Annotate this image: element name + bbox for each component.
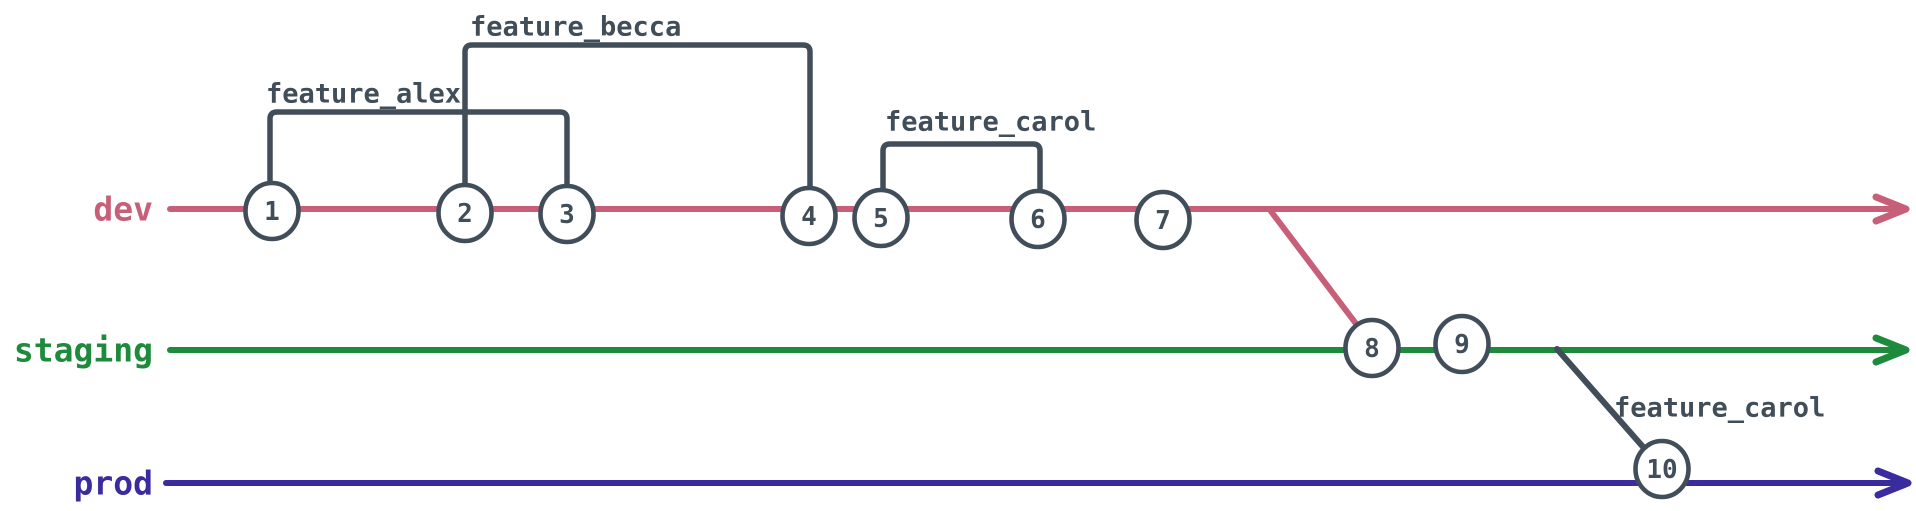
branch-label-dev: dev [93, 190, 153, 229]
branch-label-staging: staging [14, 331, 153, 370]
commit-circle-8 [1343, 317, 1401, 379]
commit-circle-4 [780, 185, 838, 247]
commit-circle-1 [243, 180, 301, 242]
commit-circle-10 [1633, 438, 1691, 500]
commit-number-2: 2 [457, 199, 473, 229]
commit-circle-3 [538, 183, 596, 245]
feature-bracket-feature_alex [267, 109, 570, 191]
commit-number-6: 6 [1030, 205, 1046, 235]
commit-circle-5 [852, 187, 910, 249]
commit-number-9: 9 [1454, 330, 1470, 360]
commit-number-3: 3 [559, 200, 575, 230]
commit-number-4: 4 [801, 202, 817, 232]
commit-number-5: 5 [873, 204, 889, 234]
merge-line-dev-to-staging [1267, 207, 1360, 328]
merge-label-feature_carol: feature_carol [1614, 393, 1825, 424]
feature-bracket-feature_becca [462, 42, 813, 193]
commit-number-8: 8 [1364, 334, 1380, 364]
commit-number-10: 10 [1646, 455, 1677, 485]
commit-circle-2 [436, 182, 494, 244]
merge-line-staging-to-prod [1554, 346, 1647, 451]
commit-circle-7 [1134, 189, 1192, 251]
commit-number-1: 1 [264, 197, 280, 227]
branch-arrow-staging [1872, 334, 1910, 366]
feature-label-feature_carol: feature_carol [885, 107, 1096, 138]
branch-arrow-dev [1872, 193, 1910, 225]
feature-bracket-feature_carol [880, 141, 1043, 196]
commit-circle-9 [1433, 313, 1491, 375]
branch-label-prod: prod [74, 464, 153, 503]
commit-number-7: 7 [1155, 206, 1171, 236]
branch-arrow-prod [1874, 467, 1912, 499]
feature-label-feature_becca: feature_becca [470, 12, 681, 43]
commit-circle-6 [1009, 188, 1067, 250]
feature-label-feature_alex: feature_alex [266, 79, 461, 110]
